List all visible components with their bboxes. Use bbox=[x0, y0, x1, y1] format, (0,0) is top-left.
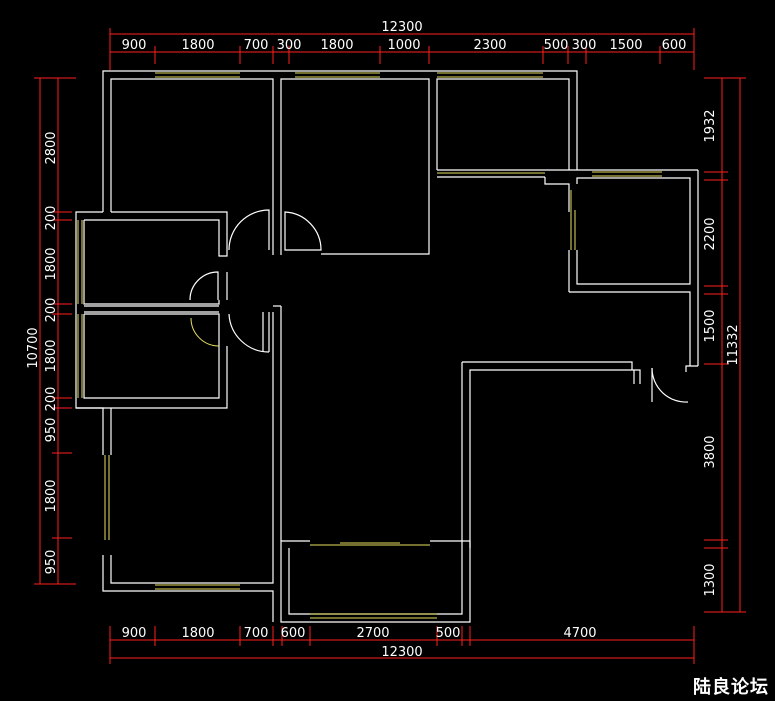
bottom-dim-4: 600 bbox=[281, 626, 306, 641]
bottom-dim-3: 700 bbox=[244, 626, 269, 641]
top-total-dim: 12300 bbox=[381, 20, 422, 35]
left-dim-4: 200 bbox=[44, 298, 59, 323]
top-dim-9: 300 bbox=[572, 38, 597, 53]
right-total-dim: 11332 bbox=[726, 324, 741, 365]
top-dim-11: 600 bbox=[662, 38, 687, 53]
top-dim-7: 2300 bbox=[473, 38, 506, 53]
left-dim-9: 950 bbox=[44, 550, 59, 575]
right-dim-4: 3800 bbox=[703, 435, 718, 468]
top-dim-1: 900 bbox=[122, 38, 147, 53]
bottom-total-dim: 12300 bbox=[381, 645, 422, 660]
top-dim-6: 1000 bbox=[387, 38, 420, 53]
right-dim-3: 1500 bbox=[703, 309, 718, 342]
top-dim-3: 700 bbox=[244, 38, 269, 53]
bottom-dim-5: 2700 bbox=[356, 626, 389, 641]
bottom-dimension-chain: 900 1800 700 600 2700 500 4700 12300 bbox=[109, 626, 695, 664]
top-dim-2: 1800 bbox=[181, 38, 214, 53]
left-dim-6: 950 bbox=[44, 418, 59, 443]
top-dim-5: 1800 bbox=[320, 38, 353, 53]
right-dim-1: 1932 bbox=[703, 109, 718, 142]
left-dimension-chain: 10700 2800 200 1800 200 1800 950 200 180… bbox=[26, 77, 76, 585]
watermark-text: 陆良论坛 bbox=[693, 677, 769, 698]
top-dim-4: 300 bbox=[277, 38, 302, 53]
door-swings bbox=[189, 209, 689, 403]
top-dim-10: 1500 bbox=[609, 38, 642, 53]
left-dim-8: 1800 bbox=[44, 479, 59, 512]
left-dim-7: 200 bbox=[44, 387, 59, 412]
left-dim-3: 1800 bbox=[44, 247, 59, 280]
bottom-dim-1: 900 bbox=[122, 626, 147, 641]
right-dimension-chain: 1932 2200 1500 3800 1300 11332 bbox=[703, 77, 746, 613]
wall-lines bbox=[75, 70, 699, 623]
left-dim-5: 1800 bbox=[44, 339, 59, 372]
window-lines bbox=[77, 72, 662, 619]
bottom-dim-2: 1800 bbox=[181, 626, 214, 641]
bottom-dim-7: 4700 bbox=[563, 626, 596, 641]
right-dim-5: 1300 bbox=[703, 563, 718, 596]
left-total-dim: 10700 bbox=[26, 327, 41, 368]
right-dim-2: 2200 bbox=[703, 217, 718, 250]
left-dim-2: 200 bbox=[44, 206, 59, 231]
top-dim-8: 500 bbox=[544, 38, 569, 53]
top-dimension-chain: 12300 900 1800 700 300 1800 1000 2300 50… bbox=[109, 20, 695, 70]
left-dim-1: 2800 bbox=[44, 131, 59, 164]
bottom-dim-6: 500 bbox=[436, 626, 461, 641]
